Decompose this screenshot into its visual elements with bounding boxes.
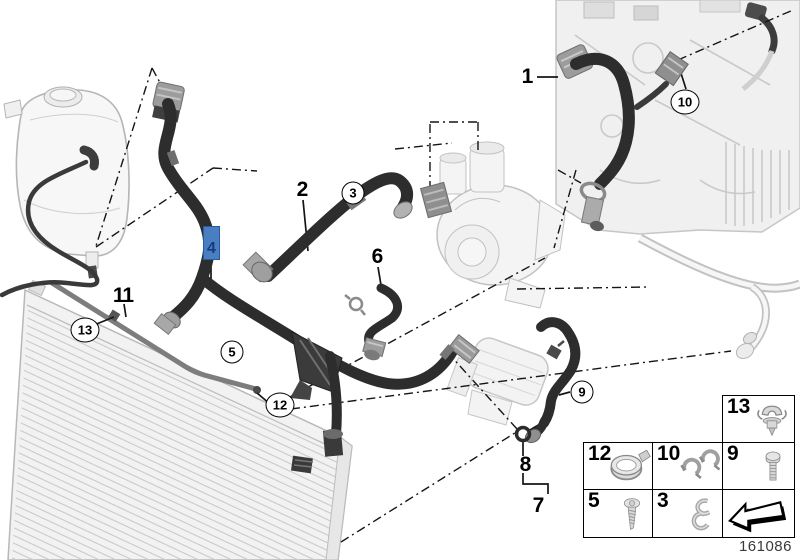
legend-number-9: 9 [727, 442, 739, 465]
coolant-pipe-ghost-right [637, 234, 800, 360]
spring-clip-icon [691, 497, 711, 530]
spring-band-clamps-icon [680, 448, 721, 479]
coolant-hose-6 [344, 283, 403, 361]
legend-cell-10[interactable]: 10 [652, 442, 724, 491]
tank-cap [49, 88, 77, 102]
callout-4-highlighted[interactable]: 4 [203, 226, 220, 260]
legend-cell-5[interactable]: 5 [583, 489, 654, 538]
oil-cooler-ghost [446, 337, 549, 426]
callout-9[interactable]: 9 [570, 380, 594, 404]
callout-11[interactable]: 11 [112, 284, 134, 307]
water-pump-thermostat-ghost [436, 141, 566, 309]
legend-cell-13[interactable]: 13 [722, 395, 795, 444]
pan-head-screw-icon [765, 451, 781, 480]
tank-vent-hose [0, 159, 100, 298]
legend-number-13: 13 [727, 395, 751, 418]
callout-6[interactable]: 6 [371, 245, 384, 268]
radiator-ghost [7, 279, 353, 560]
legend-number-12: 12 [588, 442, 612, 465]
legend-cell-9[interactable]: 9 [722, 442, 795, 491]
legend-cell-arrow[interactable] [722, 489, 795, 538]
fasteners-legend: 13 12 10 9 [583, 395, 795, 538]
callout-7[interactable]: 7 [532, 494, 545, 517]
legend-number-10: 10 [657, 442, 681, 465]
legend-number-3: 3 [657, 489, 669, 512]
self-tapping-screw-icon [623, 497, 641, 530]
legend-number-5: 5 [588, 489, 600, 512]
diagram-number: 161086 [738, 538, 792, 555]
coolant-hose-1 [556, 44, 635, 232]
return-hose-fitting [741, 2, 778, 91]
o-ring-8 [514, 425, 532, 443]
callout-10[interactable]: 10 [670, 89, 700, 115]
legend-cell-3[interactable]: 3 [652, 489, 724, 538]
callout-13[interactable]: 13 [70, 317, 100, 343]
radiator-drain-plug [290, 455, 314, 474]
radiator-branch-hose [322, 351, 344, 457]
callout-3[interactable]: 3 [341, 181, 365, 205]
callout-12[interactable]: 12 [265, 392, 295, 418]
direction-arrow-icon [728, 500, 787, 532]
coolant-pipe-10 [634, 50, 689, 110]
hose-clamp-icon [610, 449, 651, 480]
callout-1[interactable]: 1 [521, 65, 534, 88]
coolant-hose-4 [152, 81, 480, 390]
leader-lines [93, 9, 794, 543]
callout-2[interactable]: 2 [296, 178, 309, 201]
callout-8[interactable]: 8 [519, 453, 532, 476]
callout-5[interactable]: 5 [220, 340, 244, 364]
expanding-rivet-clip-icon [757, 405, 787, 436]
expansion-tank-ghost [3, 86, 130, 279]
legend-cell-12[interactable]: 12 [583, 442, 654, 491]
engine-block-ghost [555, 0, 800, 235]
